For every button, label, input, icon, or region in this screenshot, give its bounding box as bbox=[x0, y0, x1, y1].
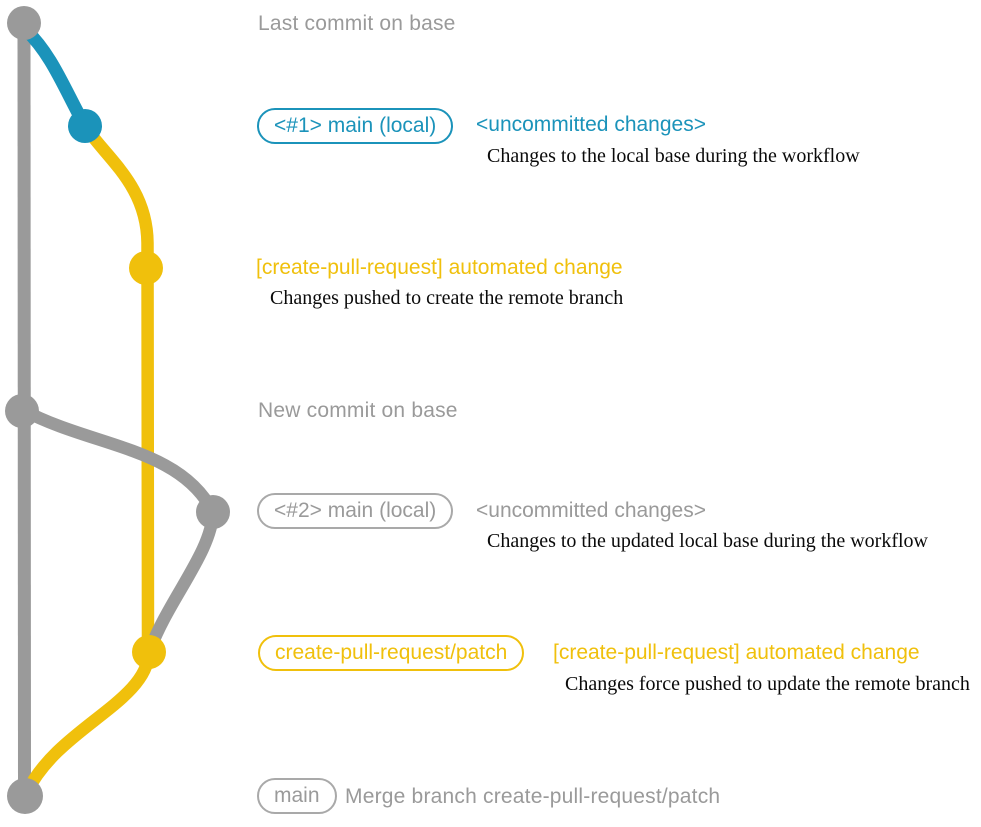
label-uncommitted-changes-2: <uncommitted changes> bbox=[476, 499, 706, 522]
label-last-commit-on-base: Last commit on base bbox=[258, 12, 456, 35]
rebase-merge-line bbox=[143, 505, 220, 657]
label-merge-branch: Merge branch create-pull-request/patch bbox=[345, 785, 721, 808]
label-automated-change-2: [create-pull-request] automated change bbox=[553, 641, 920, 664]
note-updated-local-base-changes: Changes to the updated local base during… bbox=[487, 530, 928, 552]
commit-node-local-main-1 bbox=[68, 109, 102, 143]
note-changes-force-pushed: Changes force pushed to update the remot… bbox=[565, 673, 970, 695]
rebase-branch-line bbox=[16, 403, 220, 519]
remote-branch-line bbox=[78, 119, 155, 659]
remote-branch-merge-line bbox=[20, 646, 156, 799]
branch-pill-create-pull-request-patch: create-pull-request/patch bbox=[258, 635, 525, 671]
commit-node-last-base bbox=[7, 6, 41, 40]
commit-node-remote-created bbox=[129, 251, 163, 285]
label-automated-change-1: [create-pull-request] automated change bbox=[256, 256, 623, 279]
note-changes-pushed: Changes pushed to create the remote bran… bbox=[270, 287, 624, 309]
branch-pill-main-local-2: <#2> main (local) bbox=[257, 493, 454, 529]
note-local-base-changes-1: Changes to the local base during the wor… bbox=[487, 145, 860, 167]
branch-pill-main: main bbox=[257, 778, 337, 814]
label-new-commit-on-base: New commit on base bbox=[258, 399, 458, 422]
commit-node-new-base bbox=[5, 394, 39, 428]
label-uncommitted-changes-1: <uncommitted changes> bbox=[476, 113, 706, 136]
commit-node-merge bbox=[7, 778, 43, 814]
commit-node-remote-updated bbox=[132, 635, 166, 669]
commit-node-local-main-2 bbox=[196, 495, 230, 529]
branch-pill-main-local-1: <#1> main (local) bbox=[257, 108, 454, 144]
